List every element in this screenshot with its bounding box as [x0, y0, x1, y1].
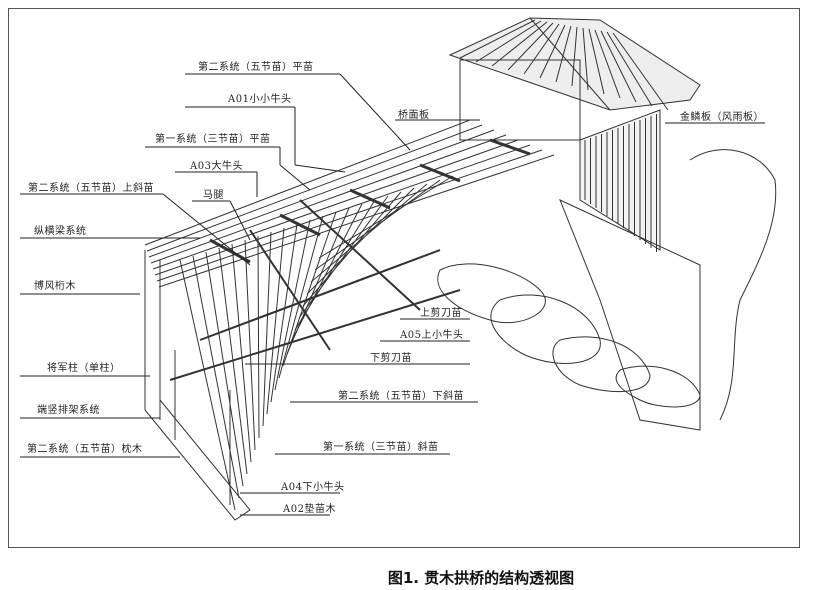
roof-tile-line: [600, 30, 637, 103]
roof-tile-line: [459, 19, 536, 59]
roof-tile-line: [491, 21, 548, 67]
figure-caption: 图1. 贯木拱桥的结构透视图: [387, 569, 575, 587]
deck-beam-line: [158, 154, 555, 288]
leader-line: [162, 193, 251, 266]
label-a04: A04下小牛头: [281, 482, 345, 493]
scissor-line: [169, 289, 461, 381]
label-a05: A05上小牛头: [400, 330, 464, 341]
cross-beam-line: [419, 163, 461, 183]
roof-tile-line: [523, 23, 560, 75]
label-bofeng-timber: 博风桁木: [34, 281, 76, 292]
deck-beam-line: [146, 124, 483, 252]
stone-abutment: [437, 149, 777, 431]
arch-diagonal-line: [179, 259, 236, 511]
arch-diagonal-line: [262, 231, 272, 427]
label-a02: A02垫苗木: [283, 504, 336, 515]
scissor-line: [199, 249, 441, 341]
arch-diagonal-line: [205, 251, 244, 487]
leader-line: [279, 164, 311, 191]
arch-diagonal-line: [278, 215, 324, 379]
deck-beam-line: [152, 139, 519, 270]
deck-beam-line: [148, 129, 495, 258]
label-end-bent-system: 端竖排架系统: [37, 405, 100, 416]
label-lower-scissor: 下剪刀苗: [370, 353, 412, 364]
roof-tile-line: [588, 28, 605, 95]
arch-diagonal-line: [314, 179, 441, 271]
roof-tile-line: [594, 29, 621, 99]
arch-diagonal-line: [290, 203, 363, 343]
label-sleeper: 第二系统（五节苗）枕木: [27, 444, 143, 455]
roof-tiles: [459, 19, 669, 111]
roof-tile-line: [555, 25, 572, 83]
arch-members: [169, 175, 461, 511]
label-ma-tui: 马腿: [203, 190, 224, 201]
roof-tile-line: [507, 22, 554, 71]
roof-tile-line: [606, 31, 653, 107]
arch-diagonal-line: [266, 227, 285, 415]
label-wind-rain-board: 金鳞板（风雨板）: [680, 112, 764, 123]
deck-beam-line: [144, 119, 471, 246]
label-a03: A03大牛头: [190, 161, 243, 172]
label-first-system-diagonal: 第一系统（三节苗）斜苗: [323, 442, 439, 453]
label-second-system-upper-diagonal: 第二系统（五节苗）上斜苗: [28, 183, 154, 194]
scissor-line: [249, 229, 331, 351]
arch-diagonal-line: [294, 199, 376, 331]
leader-line: [339, 73, 411, 151]
roof-tile-line: [582, 27, 589, 91]
end-frame: [144, 250, 251, 521]
label-a01: A01小小牛头: [228, 94, 292, 105]
cross-beam-line: [489, 138, 531, 156]
arch-diagonal-line: [310, 183, 428, 283]
roof-tile-line: [539, 24, 566, 79]
arch-diagonal-line: [306, 187, 415, 295]
roof-tile-line: [612, 32, 669, 111]
leader-line: [229, 200, 251, 241]
arch-diagonal-line: [270, 223, 298, 403]
cross-beam-line: [209, 238, 251, 264]
scissor-line: [299, 199, 421, 311]
feng-yu-ban-boards: [584, 114, 657, 252]
arch-diagonal-line: [257, 235, 260, 439]
label-deck-board: 桥面板: [398, 110, 430, 121]
arch-diagonal-line: [244, 239, 256, 451]
figure-frame: [8, 8, 800, 548]
leader-line: [294, 164, 346, 173]
roof: [448, 17, 701, 111]
label-upper-scissor: 上剪刀苗: [420, 308, 462, 319]
roof-tile-line: [475, 20, 542, 63]
label-longitudinal-beam-system: 纵横梁系统: [34, 226, 87, 237]
arch-diagonal-line: [231, 243, 252, 463]
label-second-system-flat-beam: 第二系统（五节苗）平苗: [198, 62, 314, 73]
arch-diagonal-line: [318, 175, 454, 259]
label-first-system-flat-beam: 第一系统（三节苗）平苗: [155, 134, 271, 145]
cross-beam-line: [279, 213, 321, 237]
roof-tile-line: [571, 26, 578, 87]
label-general-column: 将军柱（单柱）: [47, 363, 121, 374]
deck-beam-line: [154, 144, 531, 276]
leader-lines: [20, 73, 765, 516]
cross-beam-line: [349, 188, 391, 210]
deck-beam-line: [156, 149, 543, 282]
label-second-system-lower-diagonal: 第二系统（五节苗）下斜苗: [338, 391, 464, 402]
deck-beams: [144, 119, 555, 288]
arch-diagonal-line: [192, 255, 240, 499]
